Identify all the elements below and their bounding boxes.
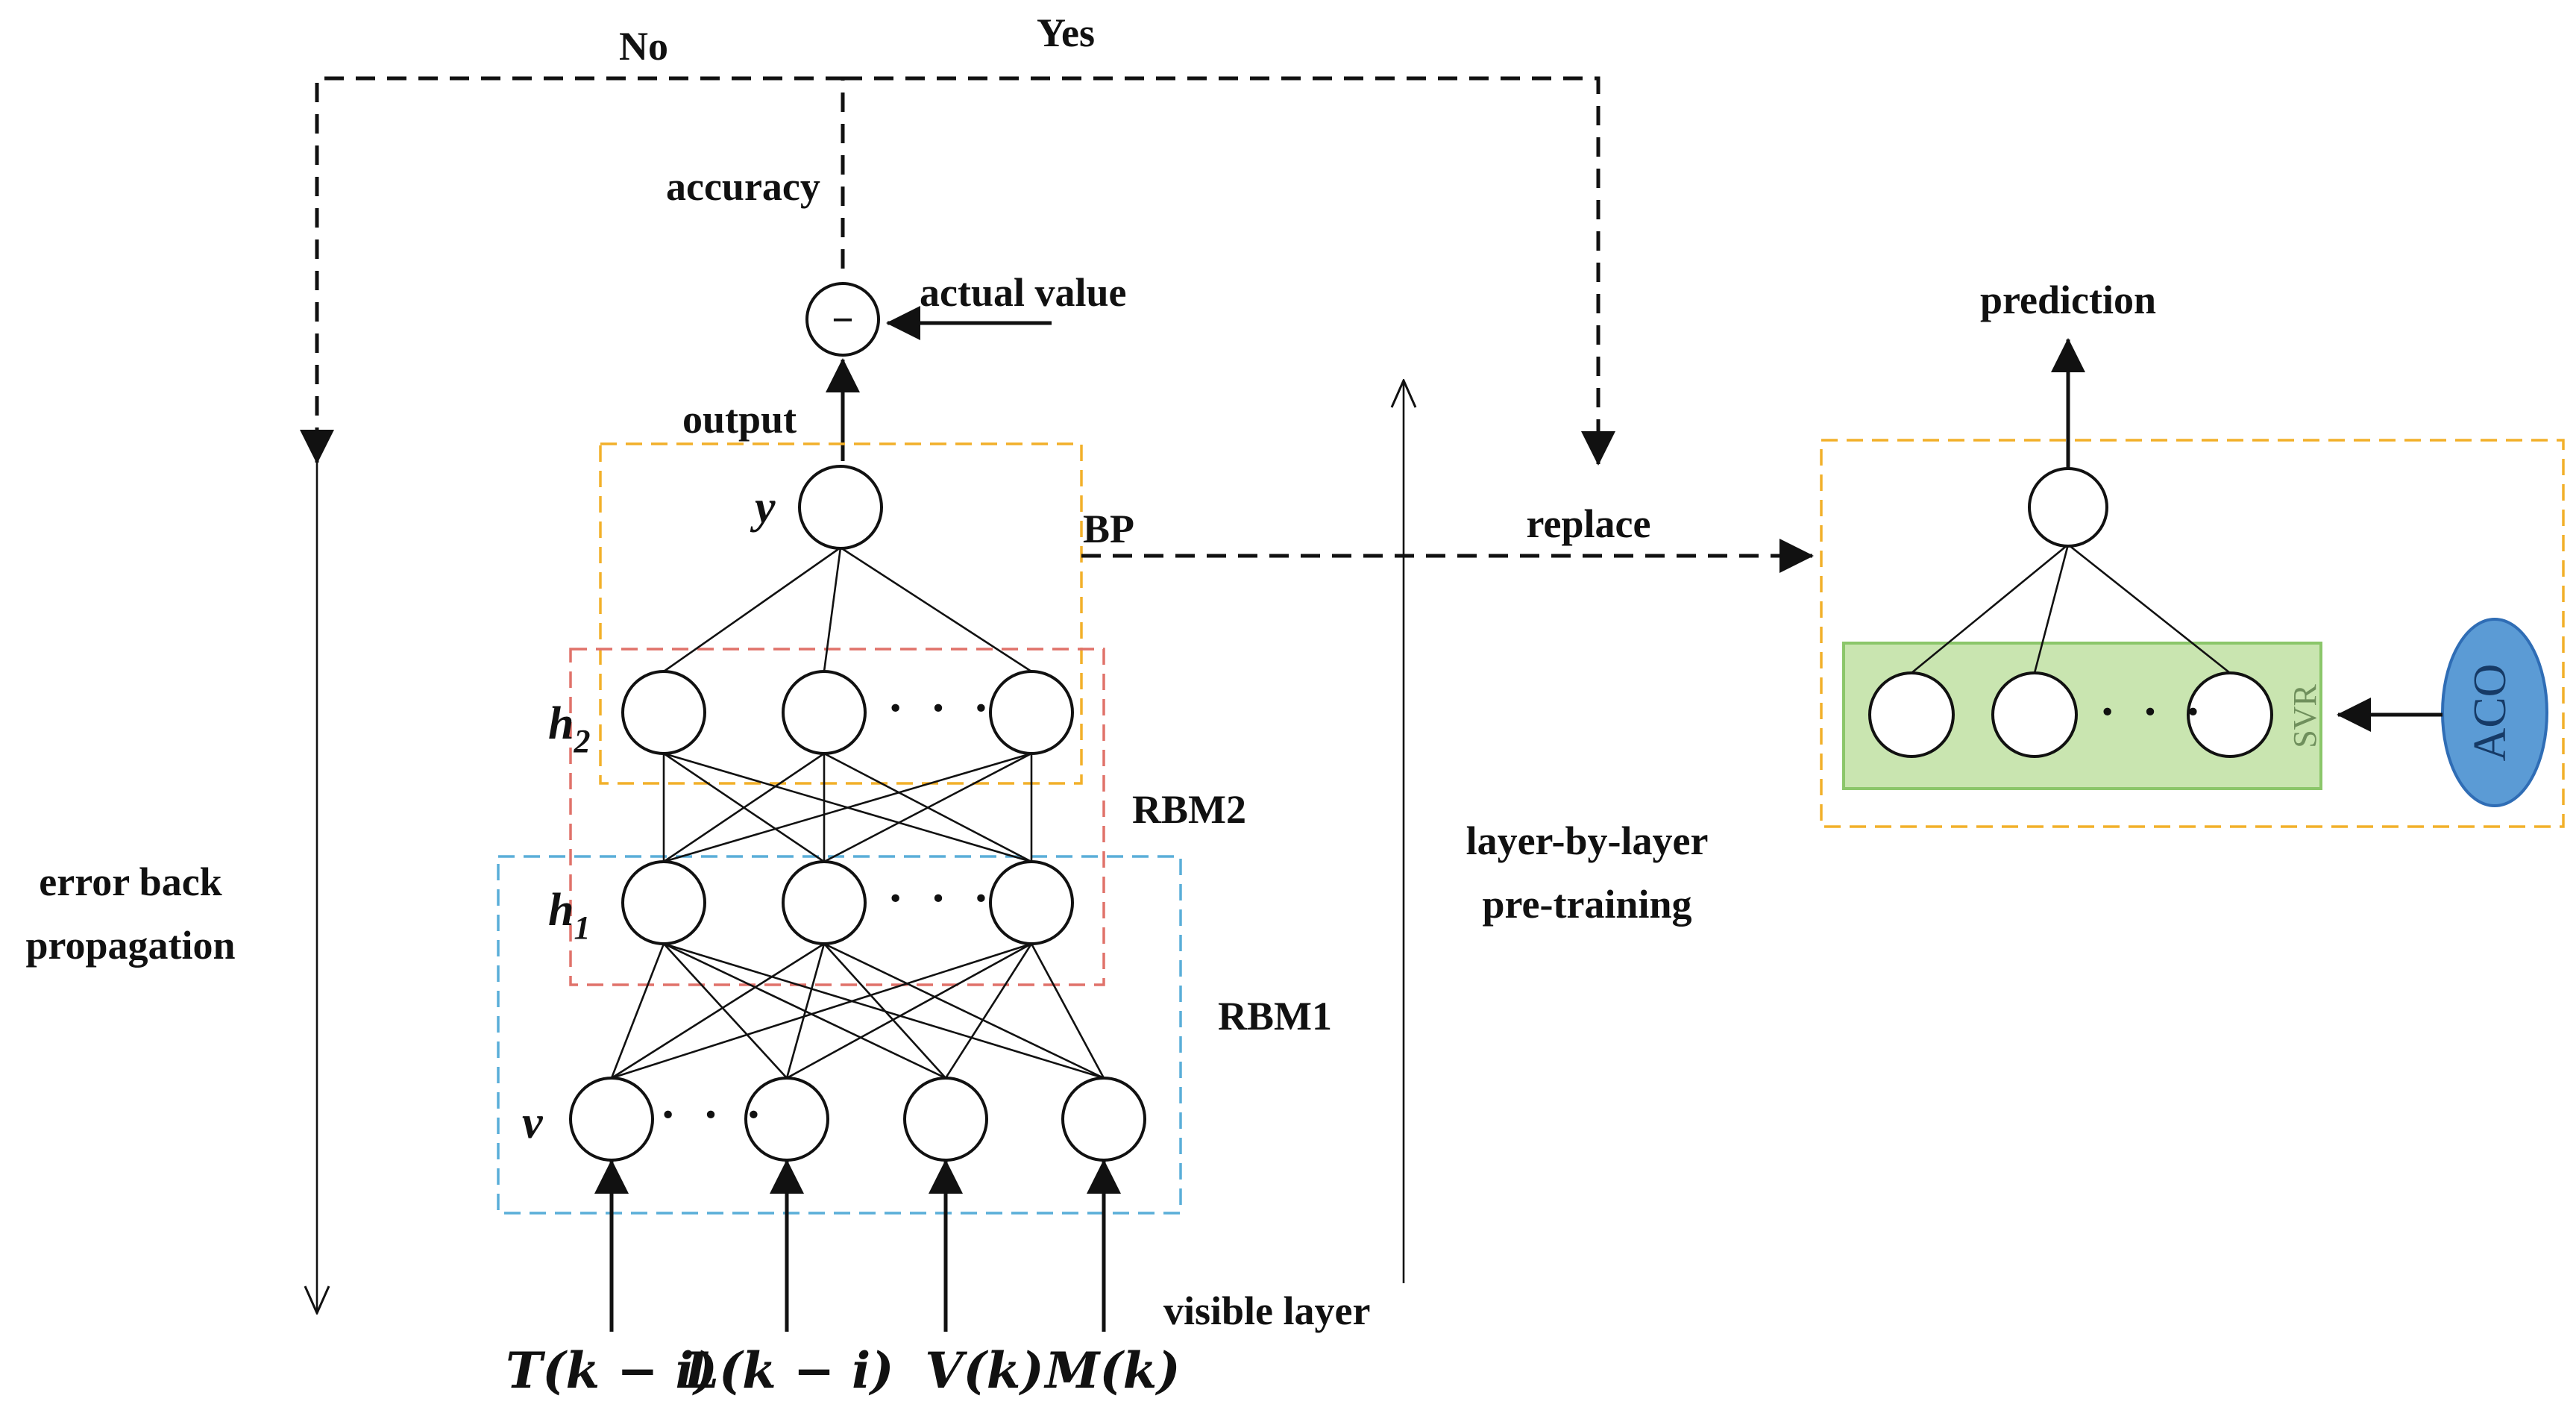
minus-sign: −: [832, 299, 854, 342]
svr-model-box: [1820, 439, 2565, 828]
layer-h1-label: h1: [548, 885, 590, 946]
node-h2-3: [989, 670, 1074, 755]
svr-ellipsis: · · ·: [2099, 685, 2208, 738]
node-y: [798, 465, 883, 550]
node-h2-1: [621, 670, 706, 755]
node-v-3: [903, 1077, 988, 1162]
edges-y-h2: [663, 546, 1032, 673]
bp-box: [599, 442, 1083, 785]
node-h1-2: [782, 860, 867, 945]
bp-label: BP: [1083, 507, 1134, 551]
node-v-1: [569, 1077, 654, 1162]
yes-branch-arrow: [843, 76, 1615, 466]
edges-output-svr: [1911, 543, 2231, 674]
rbm1-box: [497, 855, 1182, 1215]
node-svr-2: [1991, 671, 2078, 758]
node-h1-3: [989, 860, 1074, 945]
layer-h2-label: h2: [548, 698, 590, 759]
input-label-4: M(k): [1043, 1341, 1180, 1400]
node-v-4: [1061, 1077, 1146, 1162]
edges-h1-v: [610, 942, 1105, 1080]
aco-label: ACO: [2465, 664, 2516, 762]
layer-v-label: v: [522, 1097, 544, 1148]
h1-ellipsis: · · ·: [888, 871, 996, 924]
input-label-2: L(k − i): [683, 1341, 894, 1400]
prediction-label: prediction: [1980, 278, 2156, 322]
node-svr-3: [2187, 671, 2273, 758]
replace-label: replace: [1527, 501, 1651, 546]
input-label-3: V(k): [925, 1341, 1043, 1400]
node-svr-output: [2028, 467, 2108, 548]
v-ellipsis: · · ·: [660, 1088, 769, 1141]
input-label-1: T(k − i): [506, 1341, 717, 1400]
error-back-label-2: propagation: [25, 923, 235, 968]
edges-h2-h1: [662, 752, 1033, 863]
no-branch-arrow: [300, 76, 845, 464]
yes-label: Yes: [1037, 10, 1095, 55]
accuracy-label: accuracy: [666, 164, 820, 209]
subtract-node: [805, 282, 880, 357]
visible-layer-label: visible layer: [1163, 1288, 1370, 1333]
rbm2-box: [569, 648, 1105, 986]
actual-value-label: actual value: [920, 270, 1127, 315]
no-label: No: [619, 24, 668, 69]
rbm2-label: RBM2: [1132, 787, 1246, 832]
node-svr-1: [1868, 671, 1955, 758]
output-label: output: [682, 397, 797, 442]
feedback-loop: [300, 76, 1615, 466]
rbm1-label: RBM1: [1218, 994, 1332, 1039]
aco-ellipse: [2441, 618, 2548, 807]
pretraining-label-2: pre-training: [1483, 882, 1692, 927]
h2-ellipsis: · · ·: [888, 681, 996, 734]
svr-label: SVR: [2287, 684, 2323, 748]
error-back-label-1: error back: [39, 859, 222, 904]
node-h2-2: [782, 670, 867, 755]
node-h1-1: [621, 860, 706, 945]
pretraining-label-1: layer-by-layer: [1466, 818, 1709, 863]
layer-y-label: y: [750, 482, 776, 533]
